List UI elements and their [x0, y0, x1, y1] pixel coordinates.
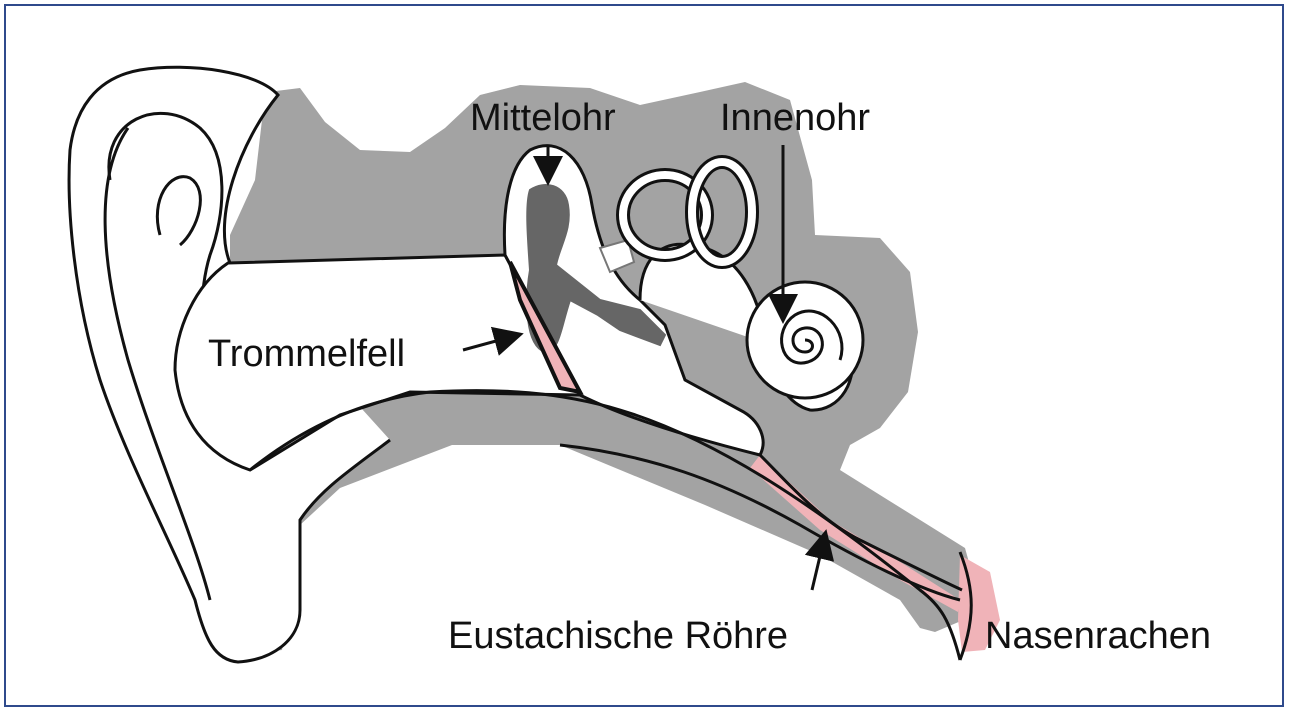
label-nasopharynx: Nasenrachen	[985, 615, 1211, 657]
label-eardrum: Trommelfell	[208, 333, 405, 375]
label-middle-ear: Mittelohr	[470, 97, 616, 139]
label-eustachian-tube: Eustachische Röhre	[448, 615, 788, 657]
label-inner-ear: Innenohr	[720, 97, 870, 139]
